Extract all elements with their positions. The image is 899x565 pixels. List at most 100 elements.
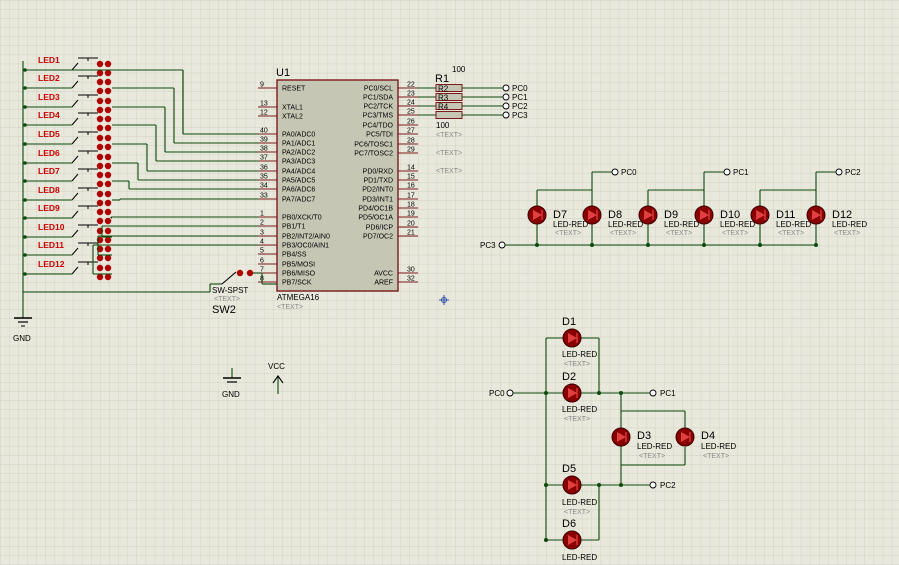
diode-triangle [588, 210, 597, 220]
led-ghost: <TEXT> [564, 416, 590, 423]
terminal-icon[interactable] [649, 481, 657, 489]
gnd-mid-symbol: GND [222, 368, 241, 399]
u1-pin-number: 6 [260, 258, 264, 265]
switch-column[interactable]: LED1LED2LED3LED4LED5LED6LED7LED8LED9LED1… [22, 55, 258, 292]
terminal-icon[interactable] [723, 168, 731, 176]
junction-dot [702, 243, 706, 247]
led-d2[interactable] [562, 383, 582, 403]
terminal-label: PC0 [621, 168, 637, 177]
u1-pin-number: 30 [407, 267, 415, 274]
led-d5[interactable] [562, 475, 582, 495]
diode-triangle [533, 210, 542, 220]
switch-7[interactable]: LED7 [23, 166, 258, 190]
led-d10[interactable] [694, 205, 714, 225]
u1-body[interactable] [276, 79, 399, 292]
u1-pin-name: PB3/OC0/AIN1 [282, 243, 329, 250]
terminal-icon[interactable] [502, 84, 510, 92]
cursor-marker-icon [439, 295, 449, 305]
led-type: LED-RED [664, 220, 699, 229]
u1-pin-number: 28 [407, 138, 415, 145]
u1-part: ATMEGA16 [277, 293, 320, 302]
u1-pin-name: RESET [282, 86, 306, 93]
switch-4[interactable]: LED4 [23, 110, 258, 162]
switch-contact-dot [96, 134, 104, 142]
switch-12[interactable]: LED12 [23, 244, 258, 281]
u1-pin-number: 9 [260, 82, 264, 89]
u1-pin-name: PD1/TXD [363, 178, 393, 185]
led-ghost: <TEXT> [778, 230, 804, 237]
terminal-icon[interactable] [498, 241, 506, 249]
terminal-icon[interactable] [611, 168, 619, 176]
junction-dot [646, 243, 650, 247]
switch-contact-dot [104, 78, 112, 86]
terminal-icon[interactable] [502, 93, 510, 101]
u1-pin-name: PC7/TOSC2 [354, 151, 393, 158]
u1-pin-number: 16 [407, 183, 415, 190]
resistor-element[interactable] [435, 111, 463, 119]
switch-9[interactable]: LED9 [23, 203, 258, 225]
led-d8[interactable] [582, 205, 602, 225]
led-d1[interactable] [562, 328, 582, 348]
vcc-label: VCC [268, 362, 285, 371]
switch-label: LED1 [38, 55, 60, 65]
terminal-icon[interactable] [502, 102, 510, 110]
switch-contact [71, 117, 79, 126]
switch-8[interactable]: LED8 [23, 185, 258, 207]
switch-contact-dot [104, 254, 112, 262]
led-d12[interactable] [806, 205, 826, 225]
terminal-icon[interactable] [502, 111, 510, 119]
u1-pin-name: PD3/INT1 [362, 197, 393, 204]
led-ghost: <TEXT> [564, 509, 590, 516]
switch-contact-dot [96, 217, 104, 225]
led-d11[interactable] [750, 205, 770, 225]
sw2-switch[interactable]: SW-SPST <TEXT> SW2 [23, 269, 277, 316]
led-ref: D2 [562, 371, 576, 383]
led-d9[interactable] [638, 205, 658, 225]
switch-label: LED6 [38, 148, 60, 158]
led-ghost: <TEXT> [555, 230, 581, 237]
gnd-mid-label: GND [222, 390, 240, 399]
u1-pin-name: PB0/XCK/T0 [282, 215, 322, 222]
led-ref: D5 [562, 463, 576, 475]
u1-ref: U1 [276, 67, 290, 79]
u1-pin-name: PA6/ADC6 [282, 187, 315, 194]
u1-pin-number: 19 [407, 211, 415, 218]
led-d6[interactable] [562, 530, 582, 550]
switch-contact [71, 266, 79, 275]
sw2-type: SW-SPST [212, 286, 248, 295]
switch-contact-dot [104, 236, 112, 244]
switch-contact-dot [96, 60, 104, 68]
led-d3[interactable] [611, 427, 631, 447]
terminal-icon[interactable] [835, 168, 843, 176]
terminal-icon[interactable] [649, 389, 657, 397]
led-ghost: <TEXT> [639, 453, 665, 460]
switch-5[interactable]: LED5 [23, 129, 258, 172]
u1-pin-number: 23 [407, 91, 415, 98]
u1-microcontroller[interactable]: U1 9RESET13XTAL112XTAL240PA0/ADC039PA1/A… [258, 67, 418, 311]
u1-pin-number: 40 [260, 128, 268, 135]
u1-pin-name: PD2/INT0 [362, 187, 393, 194]
switch-2[interactable]: LED2 [23, 73, 258, 144]
switch-11[interactable]: LED11 [23, 235, 258, 262]
diode-triangle [568, 480, 577, 490]
u1-left-pins: 9RESET13XTAL112XTAL240PA0/ADC039PA1/ADC1… [258, 82, 330, 287]
led-ref: D1 [562, 316, 576, 328]
junction-dot [590, 243, 594, 247]
led-d4[interactable] [675, 427, 695, 447]
led-d7[interactable] [527, 205, 547, 225]
u1-pin-name: XTAL1 [282, 105, 303, 112]
led-ghost: <TEXT> [722, 230, 748, 237]
led-ghost: <TEXT> [703, 453, 729, 460]
switch-label: LED5 [38, 129, 60, 139]
u1-pin-name: XTAL2 [282, 114, 303, 121]
diode-triangle [617, 432, 626, 442]
switch-contact [71, 173, 79, 182]
switch-6[interactable]: LED6 [23, 148, 258, 181]
u1-pin-name: PC2/TCK [363, 104, 393, 111]
terminal-icon[interactable] [506, 389, 514, 397]
switch-3[interactable]: LED3 [23, 92, 258, 153]
